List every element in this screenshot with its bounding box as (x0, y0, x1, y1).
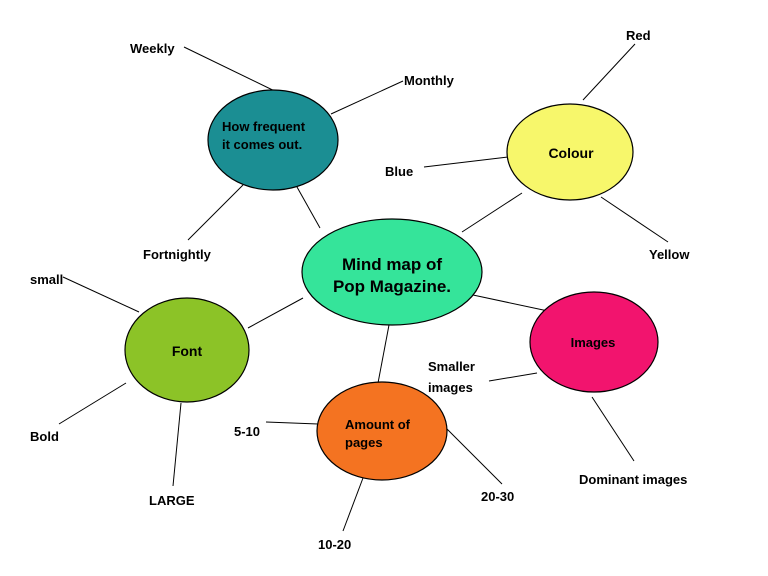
leaf-small: small (30, 272, 63, 287)
leaf-bold: Bold (30, 429, 59, 444)
edge-center-pages (377, 324, 390, 384)
colour-ellipse (506, 103, 634, 201)
edge-dominant-images (591, 396, 635, 462)
leaf-labels: Weekly Monthly Fortnightly Red Blue Yell… (30, 28, 690, 552)
leaf-smaller-images-line1: Smaller (428, 359, 475, 374)
images-ellipse (529, 291, 659, 393)
edge-smaller-images (488, 372, 538, 382)
frequency-ellipse (207, 89, 339, 191)
edge-fortnightly-frequency (187, 184, 244, 241)
edge-center-font (247, 297, 304, 329)
edge-large-font (172, 402, 182, 487)
edge-bold-font (58, 382, 127, 425)
leaf-5-10: 5-10 (234, 424, 260, 439)
edge-center-images (472, 294, 549, 312)
leaf-10-20: 10-20 (318, 537, 351, 552)
pages-label-line1: Amount of (345, 417, 411, 432)
edge-monthly-frequency (330, 80, 404, 115)
edge-20-30-pages (444, 426, 503, 485)
font-label: Font (172, 343, 203, 359)
center-ellipse (301, 218, 483, 326)
node-pages: Amount of pages (316, 381, 448, 481)
center-label-line2: Pop Magazine. (333, 277, 451, 296)
leaf-fortnightly: Fortnightly (143, 247, 212, 262)
edge-small-font (62, 276, 140, 313)
pages-label-line2: pages (345, 435, 383, 450)
node-images: Images (529, 291, 659, 393)
edge-red-colour (582, 43, 636, 101)
node-frequency: How frequent it comes out. (207, 89, 339, 191)
edge-10-20-pages (342, 477, 364, 532)
leaf-yellow: Yellow (649, 247, 690, 262)
node-font: Font (124, 297, 250, 403)
edges (58, 43, 669, 532)
leaf-monthly: Monthly (404, 73, 455, 88)
leaf-red: Red (626, 28, 651, 43)
node-center: Mind map of Pop Magazine. (301, 218, 483, 326)
edge-center-colour (461, 192, 523, 233)
leaf-20-30: 20-30 (481, 489, 514, 504)
colour-label: Colour (548, 145, 594, 161)
edge-blue-colour (423, 156, 509, 168)
leaf-dominant-images: Dominant images (579, 472, 687, 487)
images-label: Images (571, 335, 616, 350)
frequency-label-line2: it comes out. (222, 137, 302, 152)
leaf-smaller-images-line2: images (428, 380, 473, 395)
leaf-blue: Blue (385, 164, 413, 179)
edge-yellow-colour (600, 196, 669, 243)
center-label-line1: Mind map of (342, 255, 442, 274)
node-colour: Colour (506, 103, 634, 201)
edge-5-10-pages (265, 421, 319, 425)
leaf-weekly: Weekly (130, 41, 175, 56)
frequency-label-line1: How frequent (222, 119, 306, 134)
leaf-large: LARGE (149, 493, 195, 508)
edge-weekly-frequency (183, 46, 288, 98)
font-ellipse (124, 297, 250, 403)
pages-ellipse (316, 381, 448, 481)
edge-center-frequency (296, 186, 321, 229)
